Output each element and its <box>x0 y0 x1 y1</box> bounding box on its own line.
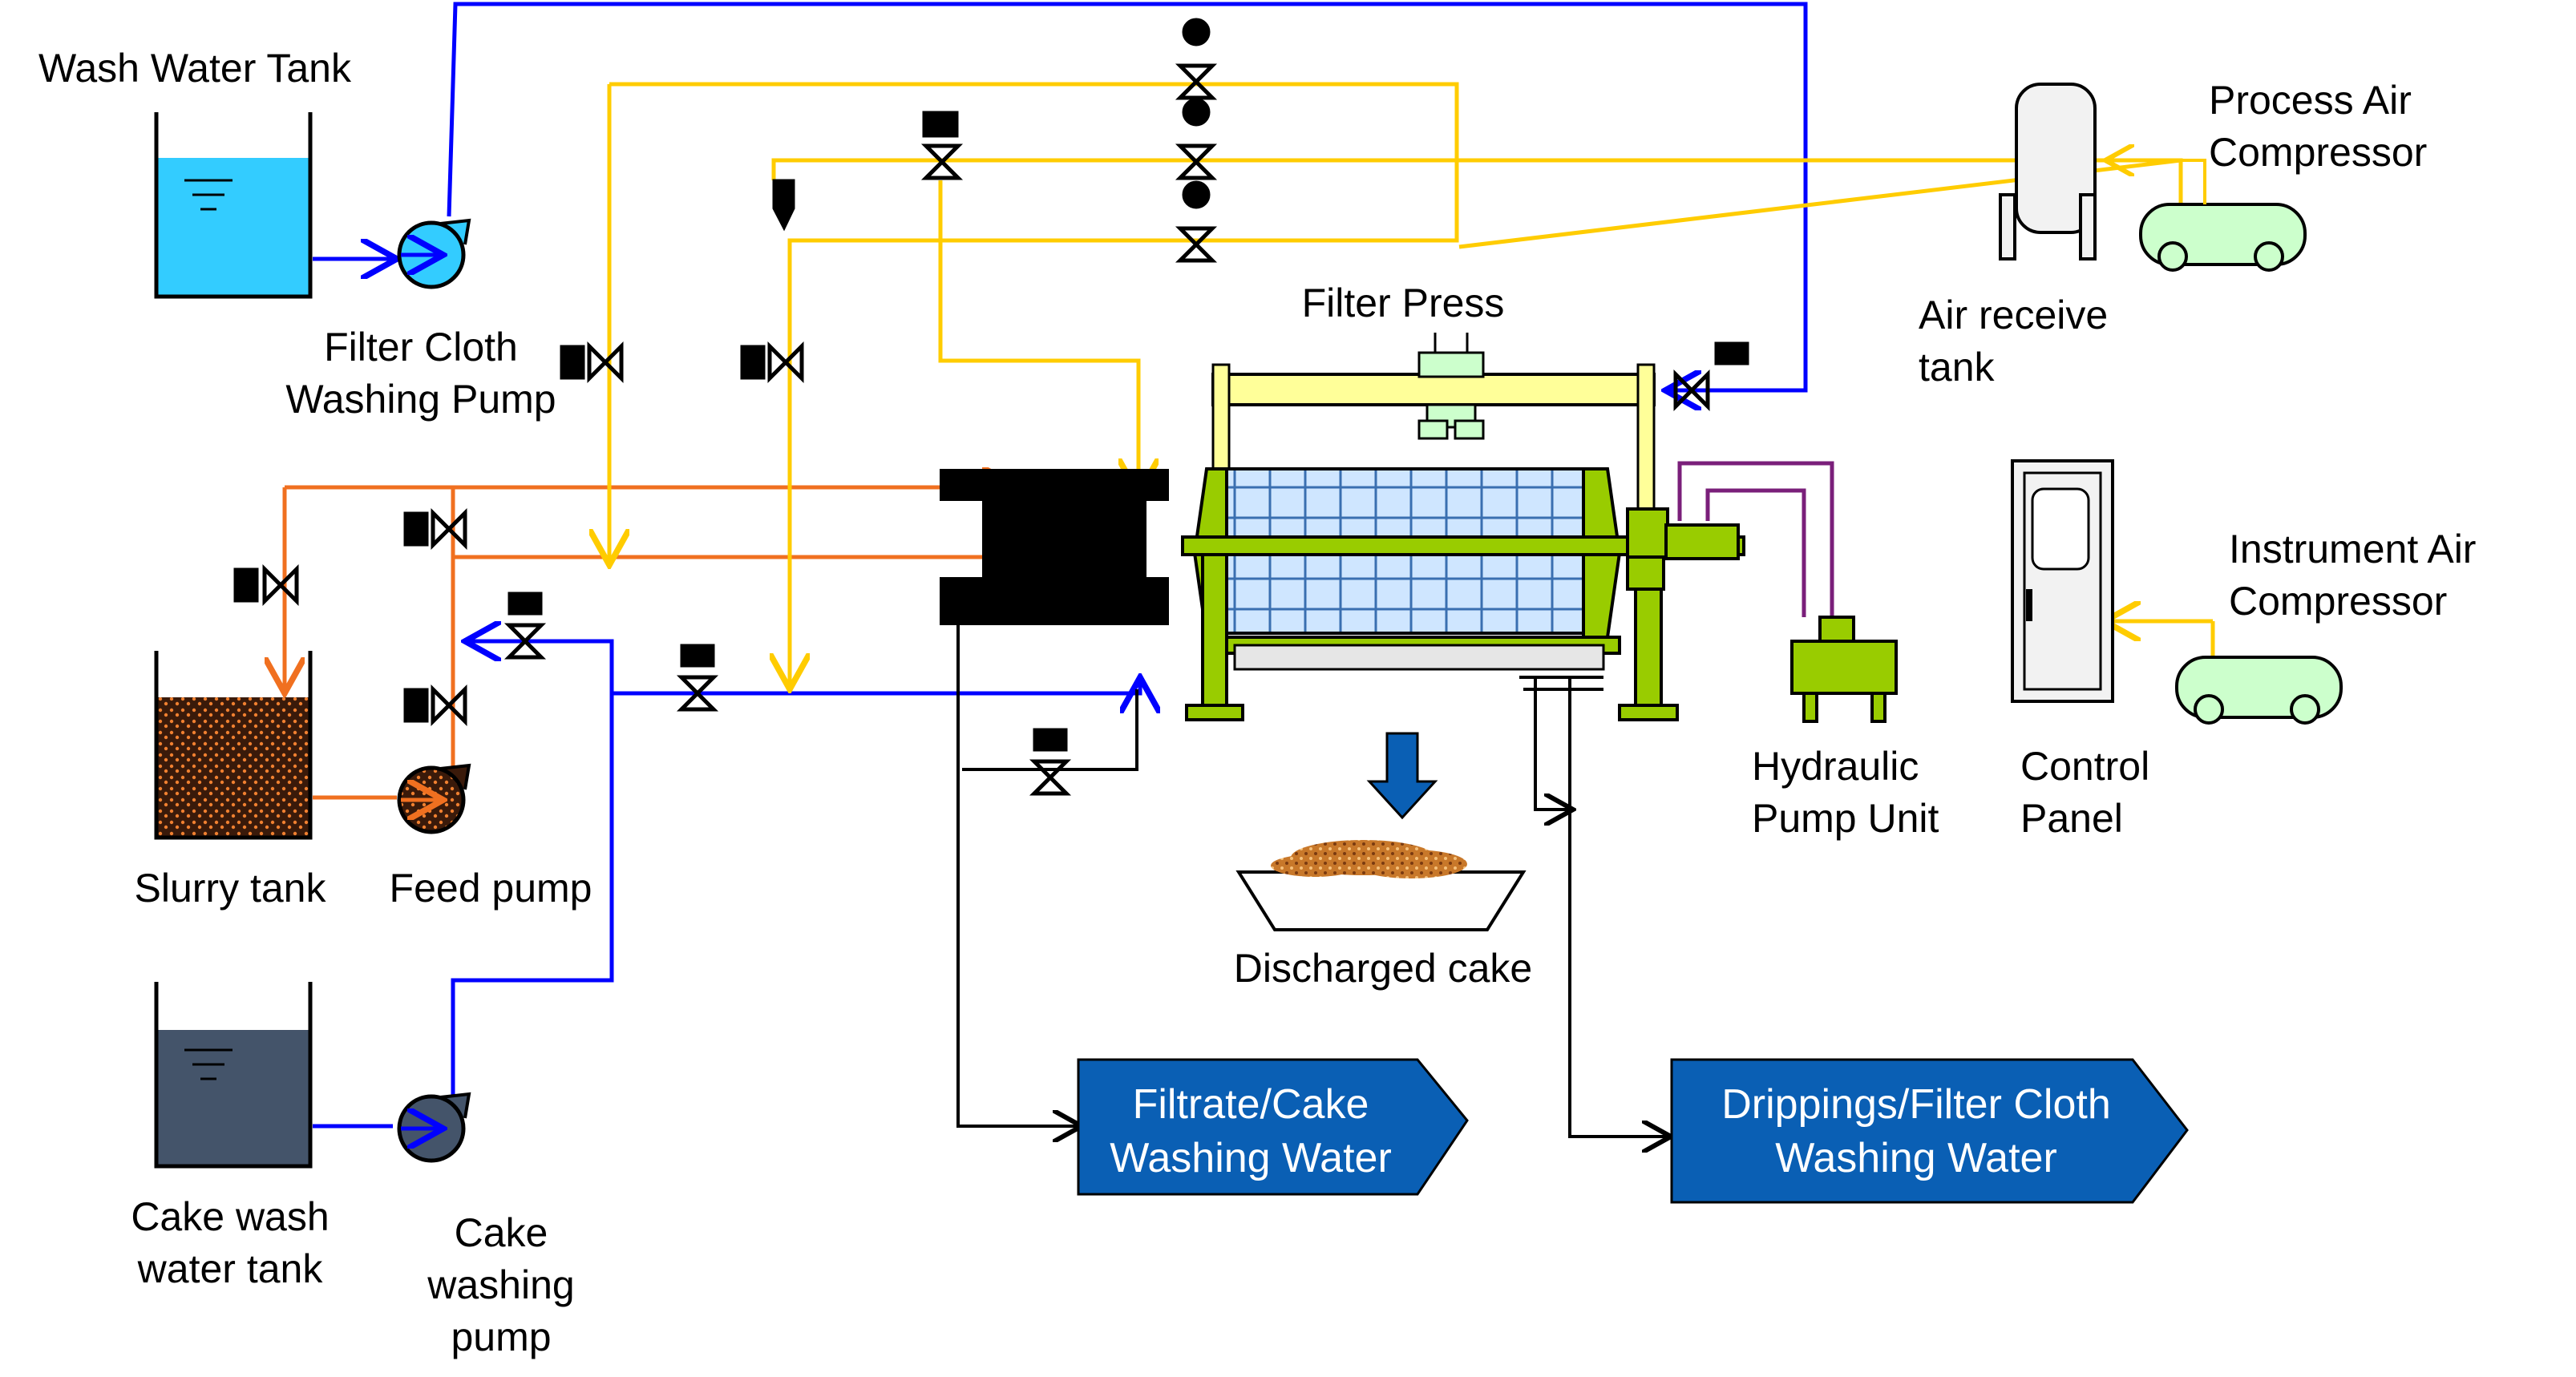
drippings-label-line2: Washing Water <box>1775 1135 2057 1181</box>
control-panel <box>2011 459 2114 703</box>
cake-wash-tank-label-2: water tank <box>137 1246 324 1291</box>
drain-line <box>956 625 1668 1137</box>
cake-washing-pump-icon <box>397 1092 471 1163</box>
hydraulic-label-1: Hydraulic <box>1752 744 1919 789</box>
air-receive-tank <box>1999 83 2097 260</box>
feed-pump-icon <box>397 763 471 834</box>
filter-cloth-washing-pump-icon <box>397 218 471 289</box>
discharged-cake-label: Discharged cake <box>1234 946 1532 991</box>
feed-pump-label: Feed pump <box>390 866 592 911</box>
discharged-cake-tray <box>1235 840 1527 931</box>
control-panel-label-2: Panel <box>2020 796 2123 841</box>
filter-cloth-wash-line <box>313 2 1808 390</box>
air-receive-label-1: Air receive <box>1919 293 2108 337</box>
filter-cloth-pump-label-1: Filter Cloth <box>324 325 518 369</box>
process-air-label-1: Process Air <box>2209 78 2412 123</box>
hydraulic-line <box>1677 461 1834 617</box>
instrument-air-compressor-icon <box>2175 656 2343 725</box>
wash-water-tank <box>154 112 313 299</box>
cake-wash-tank-label-1: Cake wash <box>131 1194 329 1239</box>
instrument-air-label-2: Compressor <box>2229 579 2447 624</box>
drippings-label-line1: Drippings/Filter Cloth <box>1721 1081 2111 1128</box>
down-arrow-icon <box>1366 732 1438 820</box>
filtrate-label-line1: Filtrate/Cake <box>1133 1081 1369 1128</box>
cake-pump-label-3: pump <box>451 1314 551 1359</box>
filter-cloth-pump-label-2: Washing Pump <box>285 377 556 422</box>
cake-pump-label-1: Cake <box>455 1210 548 1255</box>
filter-press-label: Filter Press <box>1302 281 1505 325</box>
process-air-compressor-icon <box>2109 160 2307 272</box>
slurry-tank-label: Slurry tank <box>135 866 327 911</box>
filtrate-label-line2: Washing Water <box>1110 1135 1392 1181</box>
air-receive-label-2: tank <box>1919 345 1996 390</box>
cake-wash-water-tank <box>154 982 313 1169</box>
valve-icon <box>233 18 1749 796</box>
drippings-output-box: Drippings/Filter Cloth Washing Water <box>1670 1058 2189 1204</box>
cake-wash-line <box>313 641 1140 1129</box>
slurry-tank <box>154 651 313 840</box>
hydraulic-label-2: Pump Unit <box>1752 796 1939 841</box>
filter-press <box>940 333 1745 721</box>
instrument-air-label-1: Instrument Air <box>2229 527 2476 571</box>
control-panel-label-1: Control <box>2020 744 2149 789</box>
filtrate-output-box: Filtrate/Cake Washing Water <box>1077 1058 1469 1196</box>
hydraulic-pump-unit <box>1790 616 1898 723</box>
cake-pump-label-2: washing <box>427 1262 574 1307</box>
process-air-label-2: Compressor <box>2209 130 2427 175</box>
wash-water-tank-label: Wash Water Tank <box>38 46 352 91</box>
